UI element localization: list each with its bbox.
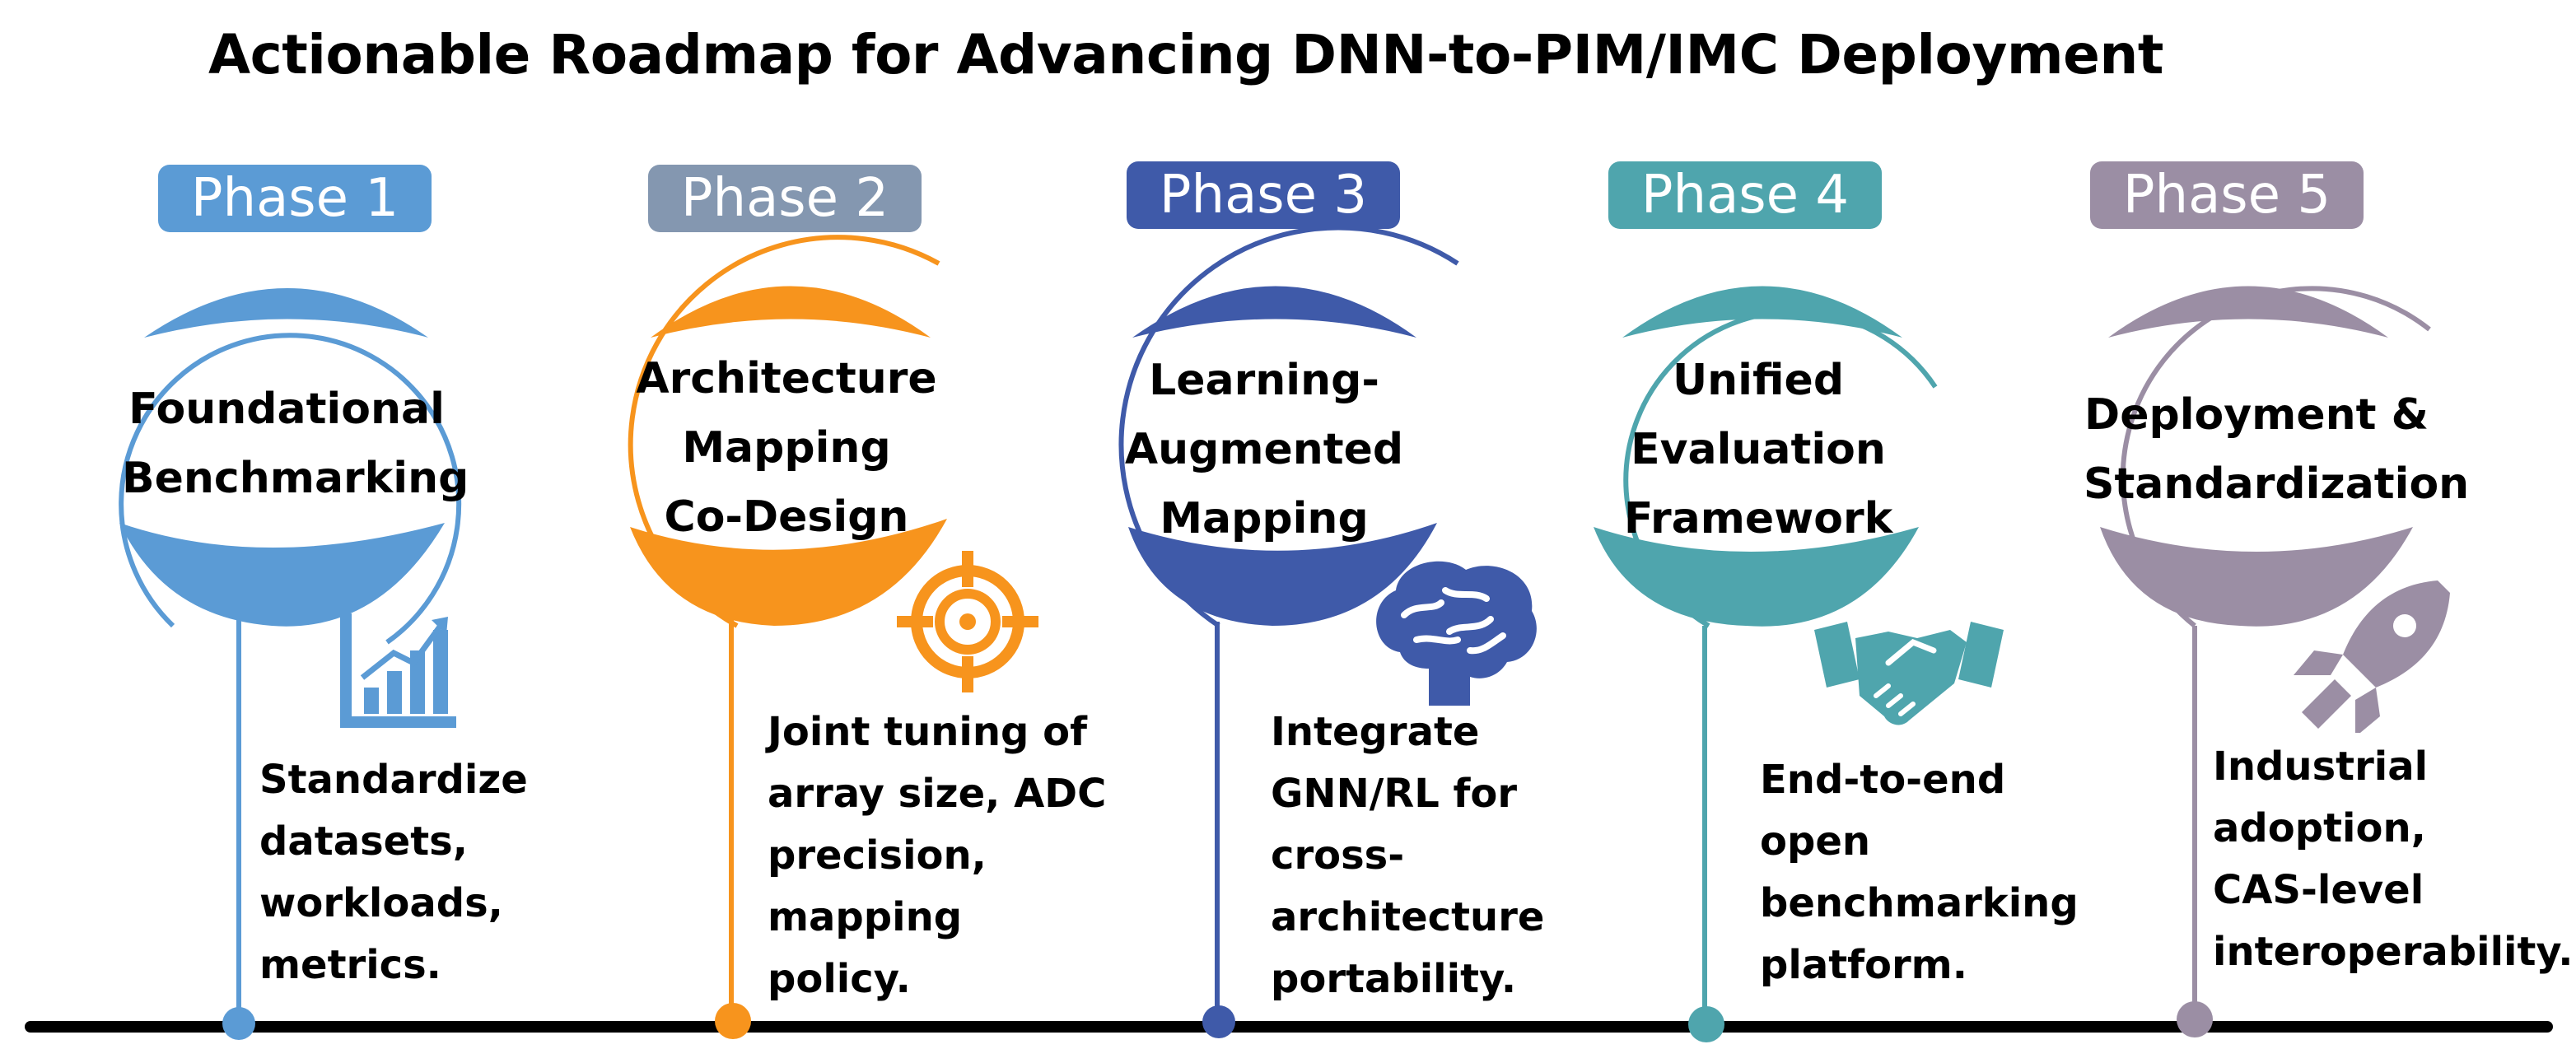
phase-5-bottom-cap (2100, 527, 2413, 627)
handshake-icon (1814, 622, 2004, 725)
brain-icon (1376, 561, 1537, 706)
phase-5-frame (2100, 286, 2431, 1037)
phase-5-description: Industrial adoption, CAS-level interoper… (2213, 744, 2574, 975)
phase-4-frame (1594, 286, 1938, 1042)
phase-5-heading: Deployment & Standardization (2084, 390, 2470, 509)
phase-1-outer-arc (119, 333, 462, 645)
rocket-icon (2294, 580, 2450, 733)
phase-1-top-cap (144, 288, 428, 338)
phase-1-frame (119, 288, 462, 1040)
phase-4-badge: Phase 4 (1608, 161, 1882, 229)
diagram-title: Actionable Roadmap for Advancing DNN-to-… (208, 23, 2163, 86)
phase-4-description: End-to-end open benchmarking platform. (1760, 757, 2079, 988)
phase-4-heading: Unified Evaluation Framework (1623, 356, 1893, 543)
phase-5-top-cap (2108, 286, 2388, 338)
phase-5-node (2177, 1001, 2213, 1037)
phase-5-badge: Phase 5 (2090, 161, 2364, 229)
phase-1-node (222, 1007, 255, 1040)
target-icon (897, 551, 1038, 692)
phase-3-bottom-cap (1128, 523, 1437, 626)
phase-2-frame (628, 235, 947, 1039)
phase-2-node (715, 1003, 751, 1039)
phase-3-badge: Phase 3 (1127, 161, 1400, 229)
phase-3-description: Integrate GNN/RL for cross- architecture… (1271, 709, 1545, 1002)
phase-3-top-cap (1132, 286, 1416, 338)
phase-2-bottom-cap (630, 519, 947, 626)
phase-3-heading: Learning- Augmented Mapping (1124, 356, 1404, 543)
phase-4-top-cap (1622, 286, 1902, 338)
bar-chart-icon (340, 613, 456, 728)
phase-3-frame (1118, 225, 1459, 1038)
phase-2-heading: Architecture Mapping Co-Design (636, 354, 937, 542)
phase-4-bottom-cap (1594, 527, 1919, 627)
phase-2-description: Joint tuning of array size, ADC precisio… (768, 709, 1107, 1002)
phase-1-badge: Phase 1 (158, 165, 432, 232)
timeline-axis (25, 1021, 2553, 1033)
phase-2-badge: Phase 2 (648, 165, 922, 232)
phase-2-top-cap (651, 286, 931, 338)
phase-4-node (1688, 1006, 1724, 1042)
phase-3-node (1202, 1005, 1235, 1038)
phase-1-heading: Foundational Benchmarking (122, 385, 469, 503)
phase-1-description: Standardize datasets, workloads, metrics… (259, 757, 528, 988)
phase-1-bottom-cap (119, 523, 445, 627)
